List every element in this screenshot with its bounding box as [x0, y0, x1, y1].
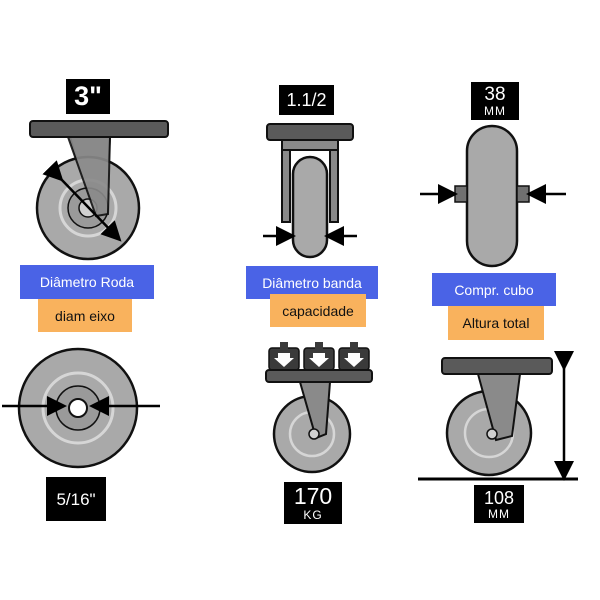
total-height-size-tag: 108 MM: [474, 485, 524, 523]
size-value: 5/16": [56, 489, 96, 509]
size-unit: MM: [484, 104, 506, 118]
size-value: 108: [483, 487, 515, 508]
total-height-label: Altura total: [448, 306, 544, 340]
size-value: 3": [74, 81, 102, 111]
weight-icon: [338, 342, 370, 371]
load-capacity-label: capacidade: [270, 294, 366, 327]
caster-tread-width-drawing: [263, 123, 357, 259]
caster-total-height-drawing: [418, 351, 578, 481]
wheel-diameter-size-tag: 3": [66, 79, 110, 114]
hub-length-size-tag: 38 MM: [471, 82, 519, 120]
size-unit: KG: [303, 508, 323, 522]
tread-width-size-tag: 1.1/2: [279, 85, 334, 115]
weight-icon: [268, 342, 300, 371]
size-value: 38: [484, 84, 506, 105]
caster-wheel-diameter-drawing: [29, 120, 169, 261]
size-value: 1.1/2: [286, 90, 327, 110]
axle-diameter-label: diam eixo: [38, 299, 132, 332]
hub-length-label: Compr. cubo: [432, 273, 556, 306]
axle-diameter-size-tag: 5/16": [46, 477, 106, 521]
caster-hub-length-drawing: [420, 124, 566, 268]
tread-width-label: Diâmetro banda: [246, 266, 378, 299]
size-unit: MM: [488, 506, 510, 521]
wheel-diameter-label: Diâmetro Roda: [20, 265, 154, 299]
weight-icon: [303, 342, 335, 371]
size-value: 170: [293, 483, 333, 509]
load-capacity-size-tag: 170 KG: [284, 482, 342, 524]
wheel-axle-diameter-drawing: [2, 347, 160, 469]
caster-load-capacity-drawing: [265, 342, 373, 474]
